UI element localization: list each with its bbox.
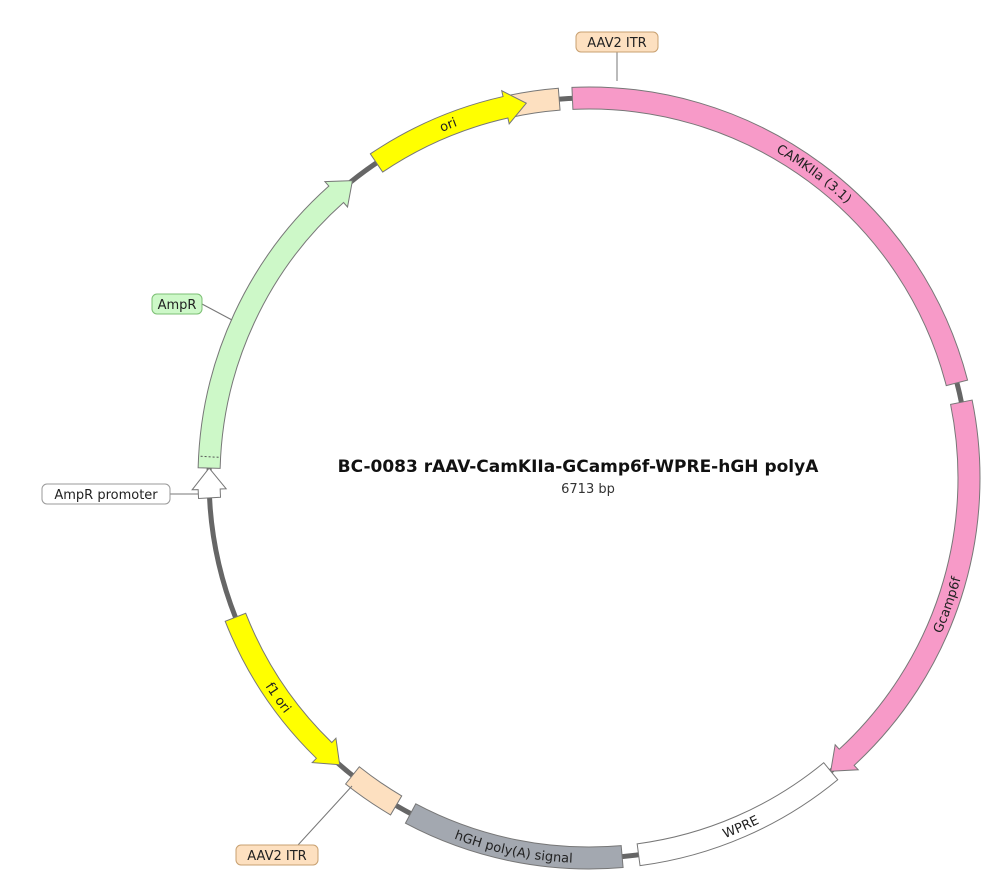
callout-ampr[interactable]: AmpR	[151, 293, 233, 321]
callout-text-itr-bottom: AAV2 ITR	[247, 849, 306, 864]
features-layer	[191, 86, 981, 870]
feature-ori[interactable]	[369, 89, 528, 173]
plasmid-title: BC-0083 rAAV-CamKIIa-GCamp6f-WPRE-hGH po…	[338, 457, 820, 477]
callout-text-itr-top: AAV2 ITR	[587, 36, 646, 51]
plasmid-length: 6713 bp	[561, 482, 615, 497]
feature-ampr[interactable]	[197, 180, 354, 469]
feature-wpre[interactable]	[636, 762, 839, 867]
callout-text-ampr: AmpR	[158, 298, 197, 313]
callout-box-itr-top	[575, 31, 659, 53]
feature-label-ori: ori	[438, 115, 459, 135]
callout-leader-ampr	[201, 303, 233, 321]
callout-leader-itr-bottom	[297, 785, 353, 846]
feature-hgh[interactable]	[404, 803, 624, 870]
feature-f1ori[interactable]	[224, 612, 341, 766]
callout-box-ampr-promoter	[41, 483, 171, 505]
callout-itr-top[interactable]: AAV2 ITR	[575, 31, 659, 81]
feature-ampr-promoter[interactable]	[191, 467, 228, 499]
callout-box-itr-bottom	[235, 844, 319, 866]
callout-ampr-promoter[interactable]: AmpR promoter	[41, 483, 198, 505]
feature-camkiia[interactable]	[571, 86, 969, 387]
callout-itr-bottom[interactable]: AAV2 ITR	[235, 785, 353, 866]
feature-label-camkiia: CAMKIIa (3.1)	[774, 142, 854, 207]
feature-itr-bottom[interactable]	[344, 766, 403, 816]
callout-text-ampr-promoter: AmpR promoter	[54, 488, 158, 503]
callout-box-ampr	[151, 293, 203, 315]
ampr-internal-divider	[200, 455, 219, 458]
